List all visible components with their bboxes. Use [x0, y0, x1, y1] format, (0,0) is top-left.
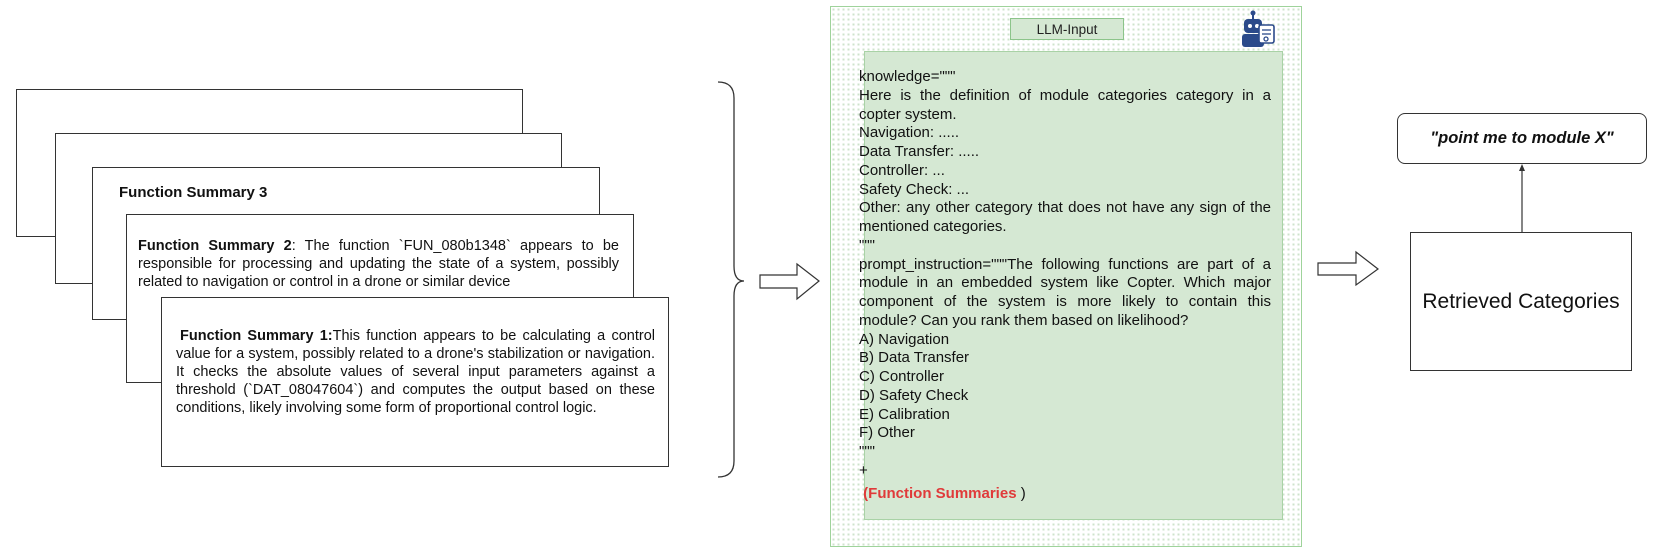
summary-card-1: Function Summary 1:This function appears…: [161, 297, 669, 467]
prompt-close: """: [859, 443, 875, 460]
retrieved-categories-box: Retrieved Categories: [1410, 232, 1632, 371]
option-b: B) Data Transfer: [859, 349, 970, 367]
llm-input-content-box: [864, 51, 1283, 520]
brace-icon: [717, 81, 745, 478]
llm-input-text: knowledge=""" Here is the definition of …: [859, 68, 1271, 503]
function-summaries-placeholder: (Function Summaries ): [859, 485, 1271, 504]
knowledge-close: """: [859, 236, 875, 254]
llm-input-tab: LLM-Input: [1010, 18, 1124, 40]
query-box: "point me to module X": [1397, 113, 1647, 164]
plus-sign: +: [859, 461, 868, 479]
arrow-right-icon-2: [1317, 250, 1380, 287]
option-f: F) Other: [859, 424, 915, 442]
llm-input-panel: LLM-Input knowledge=""" Here is the defi…: [830, 6, 1302, 547]
robot-icon: [1242, 10, 1275, 47]
summary-2-title: Function Summary 2: [138, 238, 292, 254]
definition-intro: Here is the definition of module categor…: [859, 86, 1271, 123]
option-a: A) Navigation: [859, 330, 950, 348]
arrow-right-icon: [759, 262, 820, 301]
prompt-instruction: prompt_instruction="""The following func…: [859, 255, 1271, 329]
category-def-data-transfer: Data Transfer: .....: [859, 143, 980, 160]
option-d: D) Safety Check: [859, 386, 969, 404]
up-arrow-head: [1519, 164, 1525, 171]
summary-2-text: : The function `FUN_080b1348` appears to…: [138, 238, 619, 290]
summary-1-body: Function Summary 1:This function appears…: [176, 327, 655, 417]
summary-1-text: This function appears to be calculating …: [176, 328, 655, 416]
option-c: C) Controller: [859, 368, 945, 385]
category-def-safety-check: Safety Check: ...: [859, 180, 970, 198]
category-def-controller: Controller: ...: [859, 161, 945, 179]
summary-1-title: Function Summary 1:: [180, 328, 333, 344]
function-summaries-close-paren: ): [1020, 484, 1026, 502]
function-summaries-open-paren: (: [863, 484, 869, 502]
category-def-other: Other: any other category that does not …: [859, 199, 1271, 235]
option-e: E) Calibration: [859, 405, 950, 423]
summary-2-body: Function Summary 2: The function `FUN_08…: [138, 237, 619, 291]
summary-3-title: Function Summary 3: [119, 184, 268, 201]
knowledge-open: knowledge=""": [859, 68, 956, 85]
category-def-navigation: Navigation: .....: [859, 124, 960, 142]
function-summaries-label: Function Summaries: [868, 484, 1017, 502]
